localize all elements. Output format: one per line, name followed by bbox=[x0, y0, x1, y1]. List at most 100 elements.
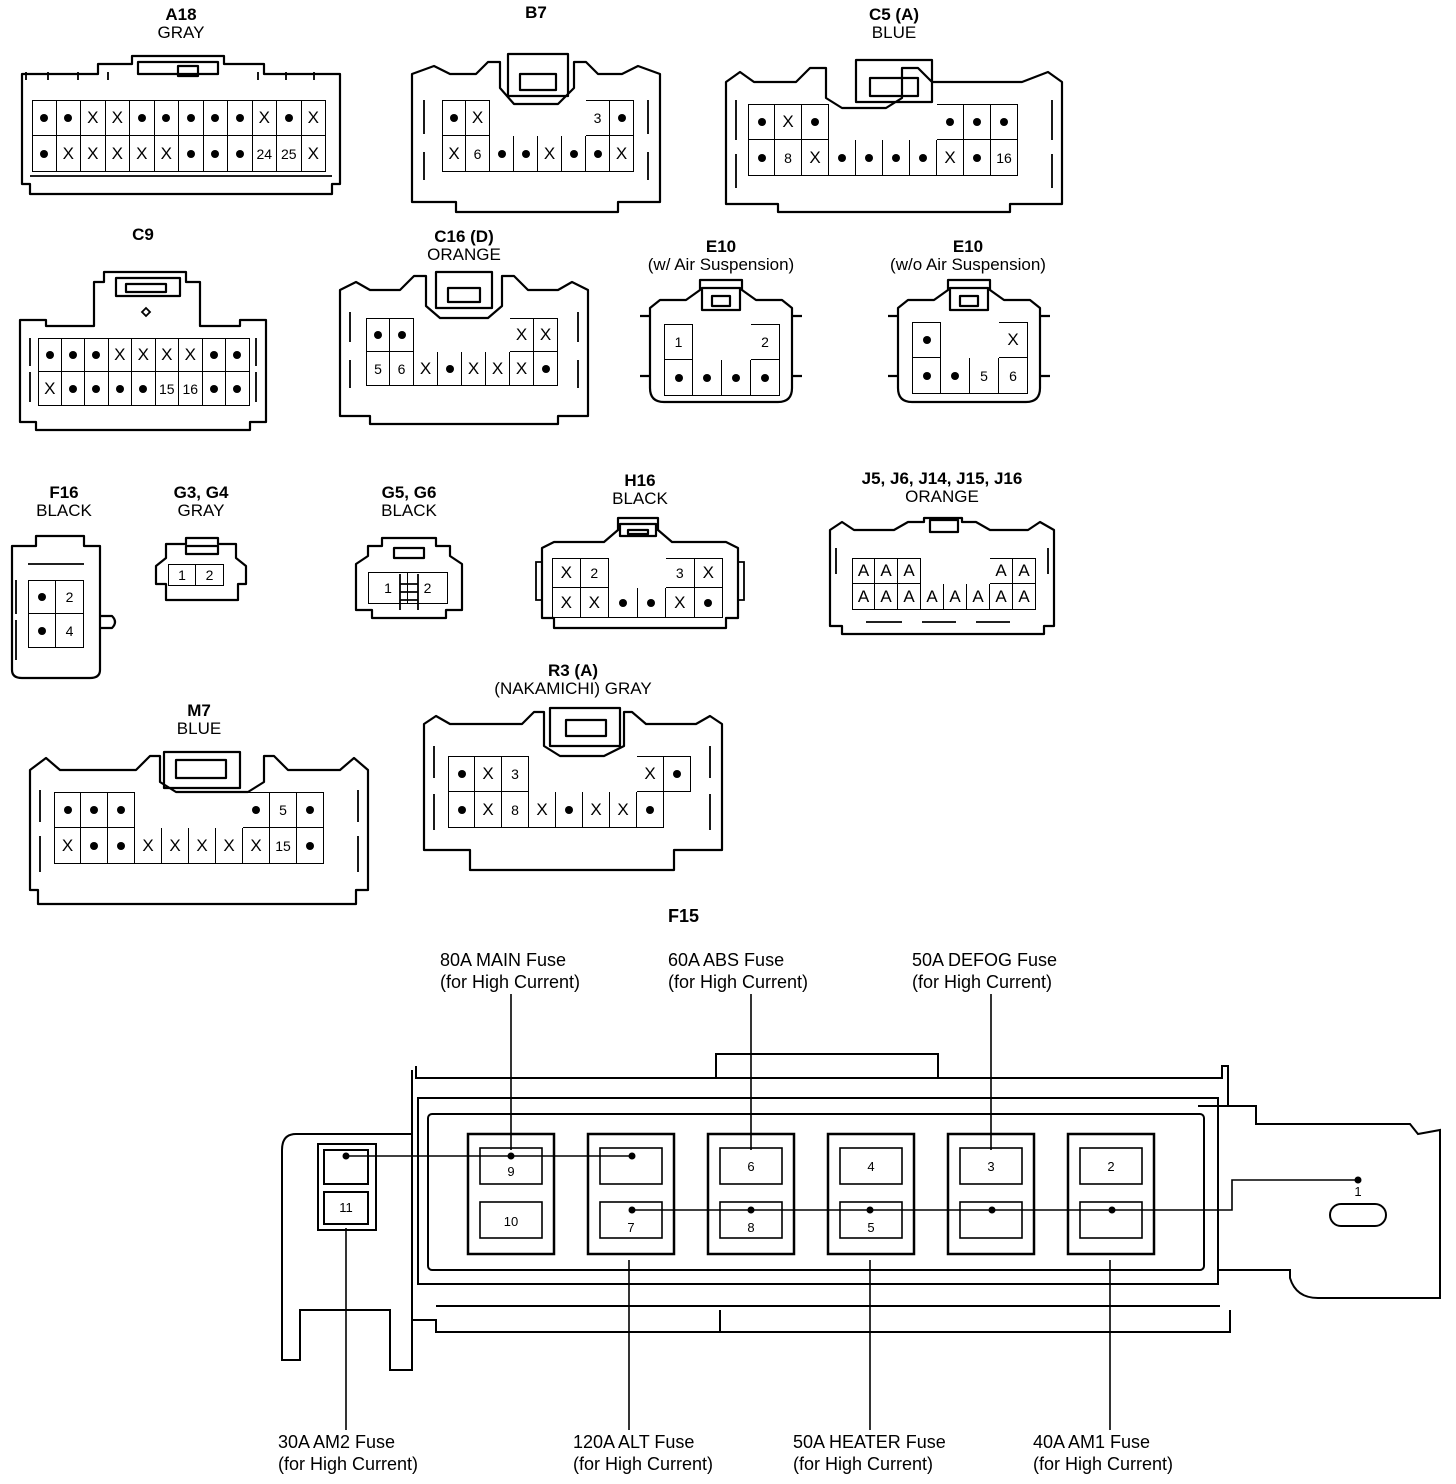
terminal-dot bbox=[45, 351, 54, 359]
terminal-cell: 5 bbox=[270, 792, 297, 828]
terminal-dot bbox=[617, 114, 626, 122]
connector-color: BLUE bbox=[871, 22, 917, 42]
terminal-cell: A bbox=[1013, 584, 1036, 610]
terminal-dot bbox=[919, 153, 927, 162]
connector-outline bbox=[535, 516, 745, 630]
terminal-text: X bbox=[448, 143, 460, 163]
connector-outline bbox=[422, 706, 724, 872]
terminal-cell bbox=[912, 322, 941, 358]
connector-code: C9 bbox=[132, 225, 154, 244]
terminal-cell: X bbox=[937, 140, 964, 176]
terminal-cell: 6 bbox=[466, 136, 490, 172]
terminal-cell bbox=[390, 318, 414, 352]
terminal-cell bbox=[108, 828, 135, 864]
terminal-cell: A bbox=[967, 584, 990, 610]
terminal-dot bbox=[209, 351, 218, 359]
terminal-text: X bbox=[111, 143, 123, 163]
terminal-text: X bbox=[515, 325, 528, 344]
terminal-dot bbox=[252, 806, 260, 814]
terminal-text: 5 bbox=[279, 802, 287, 818]
terminal-text: A bbox=[1018, 561, 1030, 580]
terminal-text: X bbox=[588, 592, 600, 612]
terminal-cell bbox=[108, 792, 135, 828]
terminal-dot bbox=[90, 806, 98, 814]
terminal-cell: X bbox=[552, 558, 581, 588]
terminal-dot bbox=[732, 373, 740, 382]
terminal-dot bbox=[838, 153, 846, 162]
terminal-cell bbox=[937, 104, 964, 140]
terminal-cell: X bbox=[216, 828, 243, 864]
terminal-text: X bbox=[258, 108, 270, 127]
terminal-text: X bbox=[87, 143, 99, 163]
terminal-cell bbox=[694, 588, 723, 618]
terminal-dot bbox=[235, 114, 244, 122]
terminal-dot bbox=[374, 331, 382, 339]
terminal-cell bbox=[28, 614, 56, 648]
terminal-dot bbox=[761, 373, 769, 382]
terminal-cell: 15 bbox=[155, 372, 179, 406]
connector-label: E10(w/o Air Suspension) bbox=[876, 238, 1060, 274]
terminal-text: X bbox=[44, 378, 56, 398]
terminal-text: X bbox=[674, 592, 686, 612]
terminal-cell: 2 bbox=[196, 564, 224, 586]
terminal-cell: X bbox=[189, 828, 216, 864]
terminal-text: X bbox=[419, 358, 432, 378]
connector-code: M7 bbox=[187, 701, 211, 720]
fuse-label-line: 50A HEATER Fuse bbox=[793, 1432, 946, 1452]
connector-label: C9 bbox=[16, 226, 270, 244]
terminal-cell: X bbox=[610, 136, 634, 172]
terminal-text: X bbox=[196, 835, 208, 855]
terminal-cell: 8 bbox=[775, 140, 802, 176]
terminal-cell: X bbox=[162, 828, 189, 864]
terminal-dot bbox=[68, 351, 77, 359]
terminal-cell: X bbox=[105, 100, 130, 136]
terminal-text: X bbox=[111, 108, 123, 127]
terminal-dot bbox=[922, 336, 931, 344]
terminal-cell bbox=[202, 372, 226, 406]
terminal-text: 24 bbox=[256, 145, 273, 162]
terminal-text: A bbox=[995, 561, 1007, 580]
terminal-dot bbox=[704, 598, 713, 607]
terminal-text: A bbox=[949, 586, 961, 606]
terminal-cell bbox=[448, 792, 475, 828]
fuse-label-line: (for High Current) bbox=[1033, 1453, 1174, 1474]
terminal-dot bbox=[922, 371, 931, 380]
terminal-cell: X bbox=[462, 352, 486, 386]
terminal-cell bbox=[108, 372, 132, 406]
terminal-dot bbox=[162, 114, 171, 122]
connector-outline bbox=[888, 278, 1050, 404]
terminal-text: 5 bbox=[374, 360, 382, 377]
connector-code: G3, G4 bbox=[173, 483, 229, 502]
terminal-text: X bbox=[809, 147, 821, 167]
terminal-dot bbox=[674, 373, 683, 382]
terminal-cell bbox=[32, 100, 57, 136]
terminal-cell bbox=[964, 140, 991, 176]
terminal-dot bbox=[117, 841, 125, 850]
terminal-cell: X bbox=[510, 352, 534, 386]
terminal-cell: 1 bbox=[664, 324, 693, 360]
terminal-cell bbox=[297, 828, 324, 864]
terminal-cell bbox=[722, 360, 751, 396]
terminal-text: X bbox=[590, 799, 602, 819]
terminal-cell: 2 bbox=[408, 572, 448, 604]
terminal-cell: X bbox=[414, 352, 438, 386]
connector-code: E10 bbox=[705, 237, 737, 256]
fuse-label-line: 80A MAIN Fuse bbox=[440, 950, 567, 970]
terminal-cell bbox=[941, 358, 970, 394]
terminal-text: X bbox=[560, 563, 572, 582]
terminal-5: 5 bbox=[867, 1220, 875, 1235]
terminal-cell bbox=[56, 100, 81, 136]
terminal-dot bbox=[306, 806, 314, 814]
connector-code: G5, G6 bbox=[381, 483, 437, 502]
terminal-cell: A bbox=[898, 558, 921, 584]
terminal-cell: X bbox=[486, 352, 510, 386]
fuse-label-line: (for High Current) bbox=[278, 1453, 419, 1474]
terminal-text: 1 bbox=[178, 567, 186, 583]
